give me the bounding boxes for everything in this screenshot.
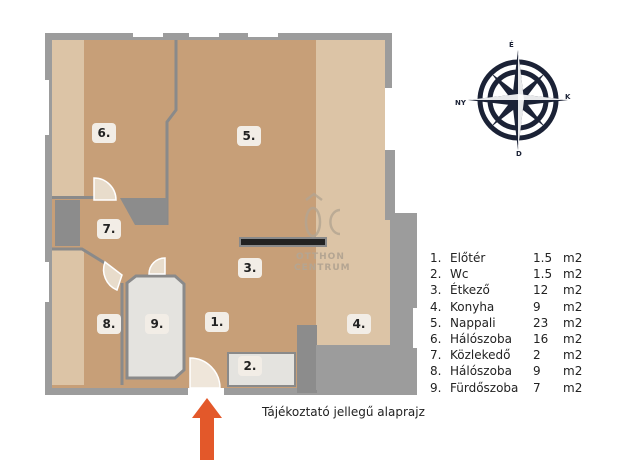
wall-8-diagonal [52, 247, 109, 267]
caption: Tájékoztató jellegű alaprajz [262, 405, 425, 419]
legend-num: 5. [430, 315, 442, 330]
room-label-5: 5. [237, 126, 261, 146]
room-label-2: 2. [238, 356, 262, 376]
kitchen-counter-right [390, 220, 408, 390]
window-right-2 [413, 308, 419, 348]
window-left-2 [43, 262, 49, 302]
wall-block-left [55, 200, 80, 246]
legend-row: 5. Nappali 23 m2 [430, 315, 582, 331]
compass-west: NY [455, 99, 466, 107]
legend-area: 16 [533, 331, 549, 346]
legend-name: Közlekedő [450, 348, 511, 363]
legend-name: Fürdőszoba [450, 380, 519, 395]
window-top-1 [133, 31, 163, 37]
door-9 [148, 257, 166, 275]
watermark-logo [304, 192, 341, 238]
kitchen-wall [297, 325, 317, 393]
closet-8 [52, 250, 84, 385]
legend-area: 12 [533, 283, 549, 298]
window-top-2 [189, 31, 219, 37]
room-label-9: 9. [145, 314, 169, 334]
entrance-door [189, 357, 221, 389]
wall-6-5 [165, 40, 178, 225]
room-legend: 1. Előtér 1.5 m2 2. Wc 1.5 m2 3. Étkező 12 m2 4. K… [430, 250, 582, 396]
legend-area: 1.5 [533, 251, 553, 265]
legend-num: 4. [430, 299, 442, 314]
wall-block-7 [120, 198, 167, 225]
door-6 [93, 177, 117, 201]
room-label-1: 1. [205, 312, 229, 332]
compass-east: K [565, 93, 571, 101]
legend-area: 9 [533, 364, 541, 379]
closet-6 [52, 40, 84, 197]
watermark-line2: CENTRUM [294, 263, 351, 273]
legend-row: 4. Konyha 9 m2 [430, 299, 582, 315]
legend-unit: m2 [563, 364, 583, 379]
entrance-gap [188, 388, 224, 396]
room-label-4: 4. [347, 314, 371, 334]
compass-south: D [516, 150, 522, 158]
legend-name: Étkező [450, 283, 490, 298]
room-label-6: 6. [92, 123, 116, 143]
legend-unit: m2 [563, 380, 583, 395]
legend-row: 3. Étkező 12 m2 [430, 282, 582, 298]
legend-row: 9. Fürdőszoba 7 m2 [430, 380, 582, 396]
wall-under-6 [52, 196, 97, 199]
legend-name: Előtér [450, 251, 486, 265]
legend-unit: m2 [563, 267, 583, 282]
legend-unit: m2 [563, 348, 583, 363]
legend-area: 2 [533, 348, 541, 363]
entry-arrow [192, 398, 222, 460]
legend-num: 6. [430, 331, 442, 346]
legend-unit: m2 [563, 315, 583, 330]
room-label-7: 7. [97, 219, 121, 239]
window-top-3 [248, 31, 278, 37]
legend-num: 8. [430, 364, 442, 379]
compass-icon [468, 50, 568, 150]
watermark-line1: OTTHON [296, 252, 345, 262]
legend-row: 2. Wc 1.5 m2 [430, 266, 582, 282]
legend-area: 9 [533, 299, 541, 314]
room-label-8: 8. [97, 314, 121, 334]
legend-row: 1. Előtér 1.5 m2 [430, 250, 582, 266]
legend-num: 7. [430, 348, 442, 363]
legend-row: 6. Hálószoba 16 m2 [430, 331, 582, 347]
legend-num: 3. [430, 283, 442, 298]
door-8 [102, 260, 123, 292]
compass-north: É [509, 41, 514, 49]
legend-unit: m2 [563, 283, 583, 298]
legend-name: Wc [450, 267, 469, 282]
legend-row: 7. Közlekedő 2 m2 [430, 347, 582, 363]
legend-num: 2. [430, 267, 442, 282]
legend-unit: m2 [563, 331, 583, 346]
legend-unit: m2 [563, 299, 583, 314]
legend-num: 1. [430, 251, 442, 265]
legend-area: 7 [533, 380, 541, 395]
legend-area: 23 [533, 315, 549, 330]
window-left-1 [43, 80, 49, 135]
legend-num: 9. [430, 380, 442, 395]
room-label-3: 3. [238, 258, 262, 278]
legend-name: Nappali [450, 315, 496, 330]
legend-name: Hálószoba [450, 364, 512, 379]
bar-counter [239, 237, 327, 247]
legend-unit: m2 [563, 251, 583, 265]
legend-name: Hálószoba [450, 331, 512, 346]
legend-area: 1.5 [533, 267, 553, 282]
legend-row: 8. Hálószoba 9 m2 [430, 363, 582, 379]
legend-name: Konyha [450, 299, 495, 314]
